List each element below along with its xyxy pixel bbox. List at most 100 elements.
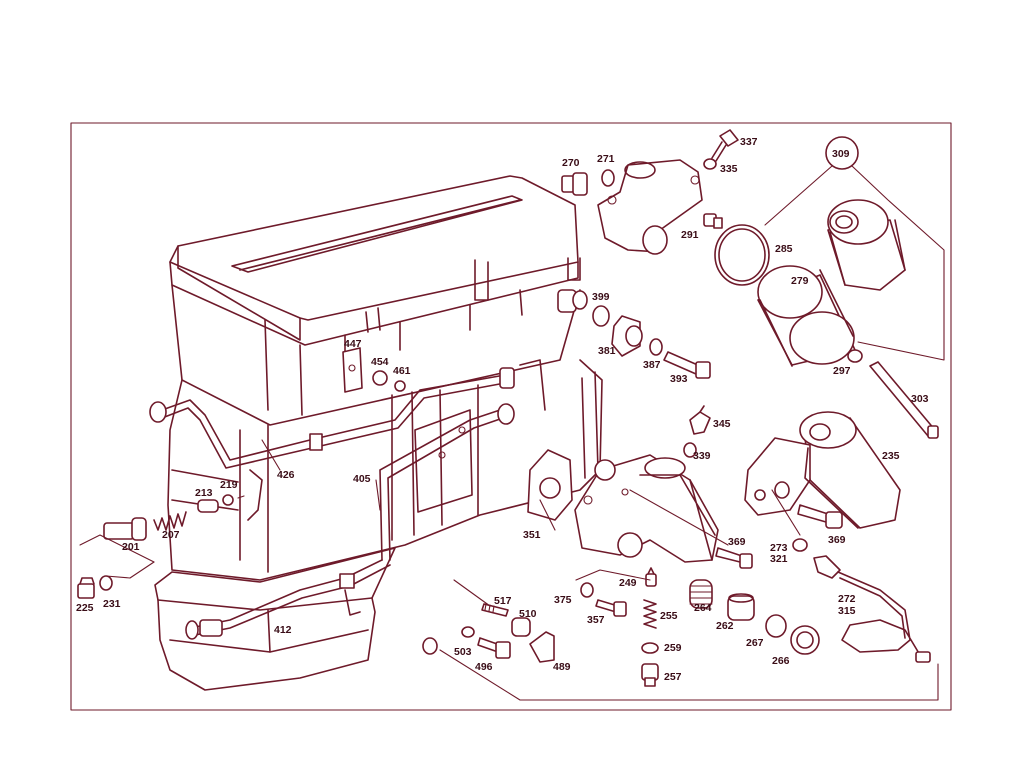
label-381: 381 (598, 345, 616, 357)
filter-element-309 (827, 199, 906, 291)
bolt-369b (797, 504, 843, 529)
washer-231 (99, 575, 113, 591)
ring-375 (580, 582, 594, 598)
part-labels: 337 270 271 335 309 291 285 279 399 381 … (76, 136, 929, 683)
washer-387 (649, 338, 663, 356)
label-259: 259 (664, 642, 682, 654)
pressure-valve-201 (103, 517, 147, 541)
plug-249 (645, 567, 657, 587)
label-339: 339 (693, 450, 711, 462)
label-517: 517 (494, 595, 512, 607)
banjo-381 (611, 315, 643, 357)
plug-270 (561, 172, 588, 196)
label-231: 231 (103, 598, 121, 610)
label-315: 315 (838, 605, 856, 617)
label-219: 219 (220, 479, 238, 491)
washer-259 (641, 642, 659, 654)
ring-399 (592, 305, 610, 327)
label-207: 207 (162, 529, 180, 541)
label-335: 335 (720, 163, 738, 175)
label-266: 266 (772, 655, 790, 667)
oil-pipes (149, 367, 515, 640)
label-337: 337 (740, 136, 758, 148)
washer-339 (683, 442, 697, 458)
bolt-393 (663, 351, 711, 379)
label-201: 201 (122, 541, 140, 553)
rod-303 (869, 361, 939, 439)
spring-264 (689, 579, 713, 609)
ring-219 (222, 494, 234, 506)
label-387: 387 (643, 359, 661, 371)
label-270: 270 (562, 157, 580, 169)
diagram-frame (70, 122, 952, 711)
label-426: 426 (277, 469, 295, 481)
plug-266 (790, 625, 820, 655)
label-369a: 369 (728, 536, 746, 548)
label-264: 264 (694, 602, 712, 614)
spring-207 (153, 511, 187, 531)
washer-297 (847, 349, 863, 363)
label-225: 225 (76, 602, 94, 614)
plug-257 (641, 663, 659, 687)
washer-461 (394, 380, 406, 392)
label-357: 357 (587, 614, 605, 626)
washer-273 (792, 538, 808, 552)
sensor-272 (813, 555, 931, 663)
piston-262 (727, 593, 755, 621)
filter-element-279 (757, 265, 856, 367)
filter-housing-235 (744, 411, 901, 529)
label-345: 345 (713, 418, 731, 430)
label-503: 503 (454, 646, 472, 658)
label-273: 273 (770, 542, 788, 554)
label-321: 321 (770, 553, 788, 565)
label-375: 375 (554, 594, 572, 606)
bolt-337 (711, 129, 739, 162)
plug-225 (77, 577, 95, 599)
label-257: 257 (664, 671, 682, 683)
label-267: 267 (746, 637, 764, 649)
label-279: 279 (791, 275, 809, 287)
label-510: 510 (519, 608, 537, 620)
sensor-345 (689, 405, 711, 435)
nut-454 (372, 370, 388, 386)
washer-left (422, 637, 438, 655)
gasket-351 (527, 449, 573, 521)
ring-503 (461, 626, 475, 638)
label-405: 405 (353, 473, 371, 485)
clip-489 (529, 631, 555, 663)
label-461: 461 (393, 365, 411, 377)
leader-lines (261, 439, 801, 607)
label-213: 213 (195, 487, 213, 499)
callout-circle (825, 136, 859, 170)
label-393: 393 (670, 373, 688, 385)
label-291: 291 (681, 229, 699, 241)
spring-255 (643, 599, 657, 629)
label-496: 496 (475, 661, 493, 673)
label-351: 351 (523, 529, 541, 541)
label-447: 447 (344, 338, 362, 350)
washer-335 (703, 158, 717, 170)
label-272: 272 (838, 593, 856, 605)
bolt-291 (703, 213, 723, 229)
label-309: 309 (832, 148, 850, 160)
label-285: 285 (775, 243, 793, 255)
label-454: 454 (371, 356, 389, 368)
ring-271 (601, 169, 615, 187)
cap-510 (511, 617, 531, 637)
fitting-399 (557, 289, 588, 313)
engine-block (154, 175, 603, 691)
ring-267 (765, 614, 787, 638)
oil-pump-body (574, 454, 719, 563)
bolt-369a (715, 547, 753, 569)
label-489: 489 (553, 661, 571, 673)
piston-213 (197, 499, 219, 513)
label-255: 255 (660, 610, 678, 622)
label-303: 303 (911, 393, 929, 405)
label-262: 262 (716, 620, 734, 632)
filter-housing-cover (597, 159, 703, 255)
label-369b: 369 (828, 534, 846, 546)
label-235: 235 (882, 450, 900, 462)
label-412: 412 (274, 624, 292, 636)
